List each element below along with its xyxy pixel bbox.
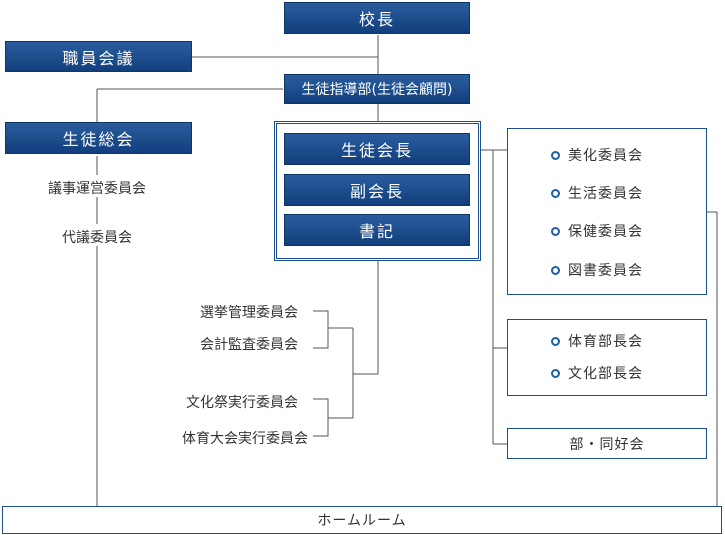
clubs-frame: [507, 319, 707, 396]
committee-label: 美化委員会: [568, 148, 643, 164]
homeroom-box: ホームルーム: [2, 506, 722, 534]
steering-committee: 議事運営委員会: [48, 181, 146, 197]
special-committee: 文化祭実行委員会: [186, 395, 298, 411]
committee-item: 美化委員会: [551, 145, 643, 165]
secretary-label: 書記: [358, 222, 395, 241]
student-assembly-label: 生徒総会: [62, 130, 135, 149]
club-group-box: 部・同好会: [507, 428, 707, 459]
special-committee: 選挙管理委員会: [200, 305, 298, 321]
special-committee: 体育大会実行委員会: [182, 431, 308, 447]
delegates-committee: 代議委員会: [62, 230, 132, 246]
bracket-1: [313, 310, 329, 349]
club-item: 文化部長会: [551, 363, 643, 383]
vice-president-box: 副会長: [284, 174, 470, 206]
president-label: 生徒会長: [340, 141, 413, 160]
guidance-box: 生徒指導部(生徒会顧問): [284, 74, 470, 104]
special-committee: 会計監査委員会: [200, 337, 298, 353]
committee-item: 生活委員会: [551, 183, 643, 203]
club-label: 体育部長会: [568, 334, 643, 350]
club-label: 文化部長会: [568, 366, 643, 382]
committee-item: 保健委員会: [551, 221, 643, 241]
guidance-label: 生徒指導部(生徒会顧問): [301, 82, 453, 98]
president-box: 生徒会長: [284, 133, 470, 165]
homeroom-label: ホームルーム: [317, 513, 407, 529]
committee-item: 図書委員会: [551, 260, 643, 280]
staff-meeting-label: 職員会議: [62, 48, 135, 68]
bullet-icon: [551, 150, 560, 160]
bullet-icon: [551, 265, 560, 275]
bracket-2: [313, 398, 329, 437]
bullet-icon: [551, 336, 560, 346]
student-assembly-box: 生徒総会: [5, 122, 192, 154]
committee-label: 生活委員会: [568, 186, 643, 202]
club-item: 体育部長会: [551, 331, 643, 351]
secretary-box: 書記: [284, 214, 470, 246]
bullet-icon: [551, 368, 560, 378]
bullet-icon: [551, 226, 560, 236]
bullet-icon: [551, 188, 560, 198]
principal-box: 校長: [284, 2, 470, 34]
committee-label: 図書委員会: [568, 263, 643, 279]
staff-meeting-box: 職員会議: [5, 41, 192, 72]
committees-frame: [507, 128, 707, 295]
committee-label: 保健委員会: [568, 224, 643, 240]
club-group-label: 部・同好会: [569, 436, 645, 453]
principal-label: 校長: [358, 10, 395, 29]
vice-president-label: 副会長: [349, 182, 404, 201]
